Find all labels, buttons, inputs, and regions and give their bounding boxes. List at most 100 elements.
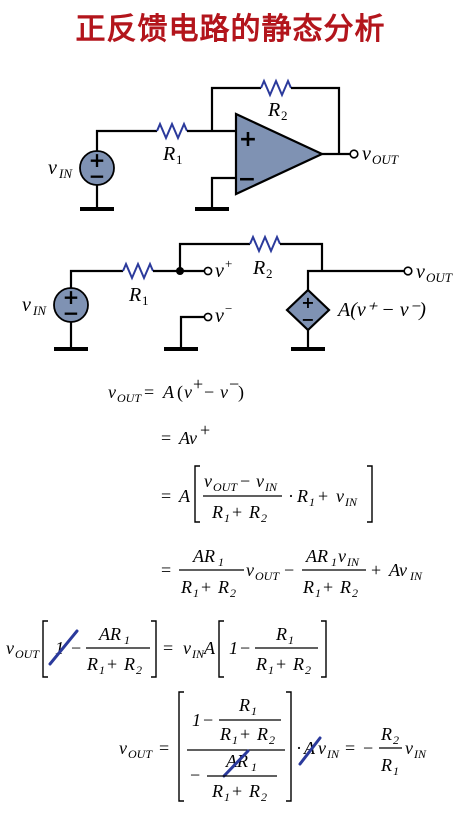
svg-text:IN: IN (191, 647, 205, 661)
svg-text:1: 1 (193, 586, 199, 600)
svg-text:v: v (6, 638, 14, 658)
svg-text:OUT: OUT (128, 747, 153, 761)
svg-text:·: · (288, 486, 294, 506)
svg-text:2: 2 (352, 586, 358, 600)
svg-text:+: + (225, 256, 232, 271)
svg-text:R: R (380, 724, 392, 744)
svg-text:·: · (296, 738, 302, 758)
r1-label: R 1 (162, 143, 183, 167)
svg-text:1: 1 (309, 495, 315, 509)
v-minus-label: v − (215, 301, 232, 327)
svg-text:R: R (248, 781, 260, 801)
svg-text:=: = (144, 382, 154, 402)
svg-text:+: + (63, 285, 80, 309)
svg-text:1: 1 (393, 764, 399, 778)
op-amp (234, 112, 325, 196)
svg-text:AR: AR (98, 624, 121, 644)
svg-text:+: + (107, 654, 117, 674)
svg-text:1: 1 (224, 790, 230, 804)
svg-text:=: = (159, 738, 169, 758)
svg-text:+: + (193, 374, 203, 394)
svg-text:OUT: OUT (372, 152, 399, 167)
svg-text:−: − (204, 382, 214, 402)
svg-text:+: + (89, 148, 106, 172)
svg-text:1: 1 (251, 704, 257, 718)
svg-text:+: + (201, 577, 211, 597)
svg-text:R: R (248, 502, 260, 522)
svg-text:IN: IN (344, 495, 358, 509)
svg-text:=: = (161, 486, 171, 506)
svg-text:−: − (240, 638, 250, 658)
equation-line-2: = Av+ (161, 420, 210, 448)
svg-text:R: R (211, 781, 223, 801)
svg-text:Av: Av (388, 560, 407, 580)
svg-text:+: + (276, 654, 286, 674)
svg-text:v: v (318, 738, 326, 758)
svg-text:+: + (323, 577, 333, 597)
svg-text:R: R (380, 755, 392, 775)
svg-text:IN: IN (346, 555, 360, 569)
svg-text:OUT: OUT (117, 391, 142, 405)
svg-text:2: 2 (305, 663, 311, 677)
vin-label: v IN (48, 157, 73, 181)
svg-text:v: v (416, 261, 425, 283)
svg-text:+: + (240, 724, 250, 744)
svg-text:AR: AR (192, 546, 215, 566)
svg-text:1: 1 (224, 511, 230, 525)
svg-text:+: + (318, 486, 328, 506)
input-voltage-source: + − (53, 285, 89, 325)
svg-text:+: + (301, 293, 314, 312)
svg-text:1: 1 (232, 733, 238, 747)
svg-text:A: A (203, 638, 216, 658)
svg-text:v: v (22, 294, 31, 316)
svg-text:2: 2 (230, 586, 236, 600)
r1-label: R 1 (128, 284, 149, 308)
svg-text:R: R (180, 577, 192, 597)
svg-text:−: − (203, 710, 213, 730)
svg-text:v: v (405, 738, 413, 758)
r2-label: R 2 (267, 99, 288, 123)
svg-text:AR: AR (305, 546, 328, 566)
svg-text:1: 1 (288, 633, 294, 647)
svg-text:1: 1 (251, 760, 257, 774)
svg-text:IN: IN (32, 303, 47, 318)
svg-text:2: 2 (261, 511, 267, 525)
svg-text:v: v (256, 471, 264, 491)
svg-text:R: R (217, 577, 229, 597)
svg-text:−: − (190, 765, 200, 785)
svg-text:R: R (296, 486, 308, 506)
input-voltage-source: + − (79, 148, 115, 188)
svg-text:(: ( (177, 382, 183, 403)
svg-text:v: v (184, 382, 192, 402)
svg-text:2: 2 (281, 108, 288, 123)
svg-text:IN: IN (326, 747, 340, 761)
output-terminal (349, 149, 359, 159)
equivalent-circuit: + − v IN R 1 v + R 2 (22, 234, 453, 351)
svg-text:v: v (215, 305, 224, 327)
svg-text:OUT: OUT (213, 480, 238, 494)
svg-text:v: v (336, 486, 344, 506)
svg-text:+: + (200, 420, 210, 440)
svg-text:+: + (239, 127, 257, 152)
svg-text:R: R (256, 724, 268, 744)
svg-text:v: v (108, 382, 116, 402)
svg-text:1: 1 (176, 152, 183, 167)
svg-text:R: R (123, 654, 135, 674)
vout-label: v OUT (362, 143, 399, 167)
svg-text:R: R (292, 654, 304, 674)
svg-text:1: 1 (331, 555, 337, 569)
svg-text:IN: IN (264, 480, 278, 494)
v-plus-terminal (203, 266, 213, 276)
svg-text:A: A (178, 486, 191, 506)
dependent-source-label: A(v⁺ − v⁻) (336, 299, 426, 321)
svg-text:v: v (183, 638, 191, 658)
resistor-r2 (249, 234, 281, 254)
svg-text:IN: IN (409, 569, 423, 583)
svg-text:R: R (252, 257, 265, 279)
svg-text:=: = (163, 638, 173, 658)
